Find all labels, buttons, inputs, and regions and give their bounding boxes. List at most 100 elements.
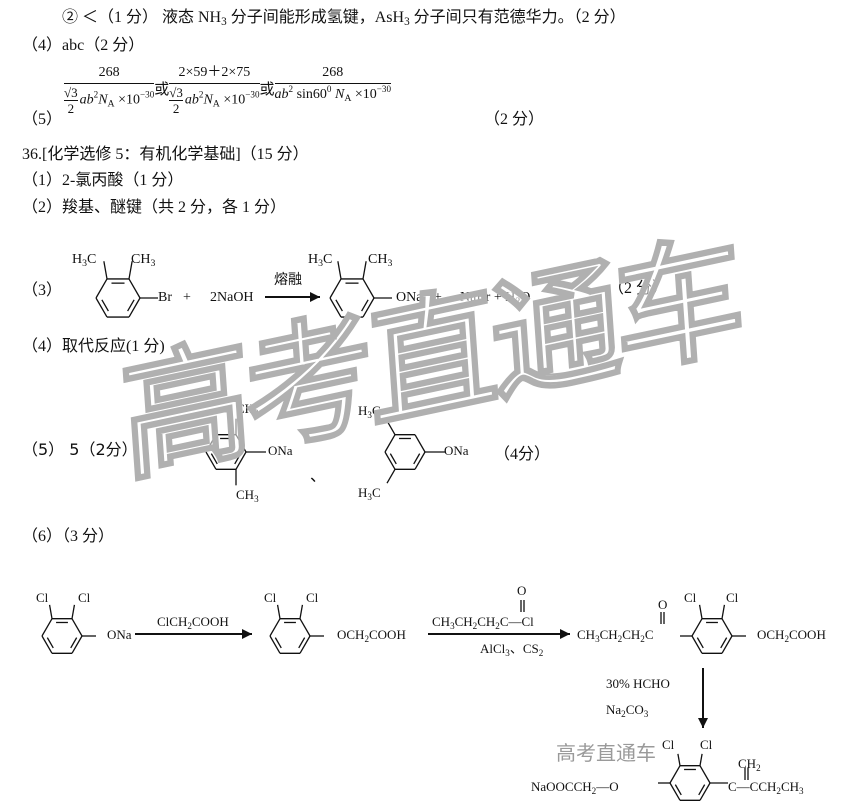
substituent-bond (386, 420, 396, 436)
answer-36-5-label: （5） 5（2分） (22, 440, 138, 459)
byproducts: NaBr + H2O (460, 290, 531, 307)
corner-watermark: 高考直通车 (556, 741, 656, 765)
isomer1-ch3-bottom: CH3 (236, 487, 259, 504)
separator: 、 (310, 468, 327, 485)
answer-36-3-score: （2 分） (608, 280, 669, 297)
benzene-ring-bond (691, 635, 703, 654)
m4-cl: Cl (662, 737, 675, 752)
step1-reagent: ClCH2COOH (157, 614, 229, 631)
isomer1-ch3-top: CH3 (236, 401, 259, 418)
substituent-bond (128, 261, 133, 280)
benzene-ring-bond (41, 635, 53, 654)
m2-cl: Cl (264, 590, 277, 605)
substituent-bond (699, 753, 703, 766)
product-ch3: CH3 (368, 252, 393, 269)
benzene-ring-bond (669, 782, 681, 801)
answer-36-4: （4）取代反应(1 分) (22, 338, 165, 355)
benzene-ring-bond (269, 635, 281, 654)
answer-35-4: （4）abc（2 分） (22, 37, 145, 54)
double-bond (298, 637, 306, 649)
arrow-head (242, 629, 252, 639)
benzene-ring-bond (205, 434, 217, 453)
answer-36-1: （1）2-氯丙酸（1 分） (22, 172, 184, 189)
double-bond (674, 784, 682, 796)
step3-base: Na2CO3 (606, 702, 649, 719)
double-bond (335, 299, 343, 312)
substituent-bond (362, 261, 367, 280)
step2-reagent: CH3CH2CH2C—Cl (432, 614, 534, 631)
m4-methylene: CH2 (738, 756, 761, 773)
double-bond (413, 453, 421, 465)
double-bond (720, 637, 728, 649)
double-bond (361, 299, 369, 312)
benzene-ring-bond (235, 451, 247, 470)
double-bond (210, 453, 218, 465)
reactant-h3c: H3C (72, 252, 97, 269)
m3-substituent: OCH2COOH (757, 627, 826, 644)
benzene-ring-bond (721, 618, 733, 637)
double-bond (234, 453, 242, 465)
double-bond (389, 453, 397, 465)
arrow-head (310, 292, 320, 302)
benzene-ring-bond (205, 451, 217, 470)
benzene-ring-bond (71, 618, 83, 637)
product-h3c: H3C (308, 252, 333, 269)
arrow-head (560, 629, 570, 639)
step2-conditions: AlCl3、CS2 (480, 641, 544, 658)
benzene-ring-bond (414, 451, 426, 470)
benzene-ring-bond (721, 635, 733, 654)
benzene-ring-bond (384, 434, 396, 453)
m2-cl: Cl (306, 590, 319, 605)
answer-36-5-score: （4分） (494, 446, 551, 463)
substituent-bond (337, 261, 342, 280)
double-bond (127, 299, 135, 312)
plus-sign: + (434, 290, 442, 305)
benzene-ring-bond (235, 434, 247, 453)
answer-35-3-2: ② ＜（1 分） 液态 NH3 分子间能形成氢键，AsH3 分子间只有范德华力。… (62, 9, 626, 28)
m4-cl: Cl (700, 737, 713, 752)
double-bond (696, 637, 704, 649)
benzene-ring-bond (669, 765, 681, 784)
question-36-title: 36.[化学选修 5：有机化学基础]（15 分） (22, 146, 309, 163)
plus-sign: + (183, 290, 191, 305)
benzene-ring-bond (95, 278, 108, 299)
benzene-ring-bond (269, 618, 281, 637)
m3-cl: Cl (684, 590, 697, 605)
answer-35-5-label: （5） (22, 111, 63, 128)
m3-acyl: CH3CH2CH2C (577, 627, 654, 644)
double-bond (274, 637, 282, 649)
benzene-ring-bond (699, 765, 711, 784)
benzene-ring-bond (299, 635, 311, 654)
benzene-ring-bond (691, 618, 703, 637)
arrow-head (698, 718, 708, 728)
isomer1-ona: ONa (268, 443, 293, 458)
reaction-condition: 熔融 (274, 273, 302, 288)
substituent-bond (698, 604, 703, 619)
benzene-ring-bond (329, 297, 342, 318)
substituent-bond (721, 604, 726, 619)
answer-36-2: （2）羧基、醚键（共 2 分，各 1 分） (22, 199, 287, 216)
benzene-ring-bond (95, 297, 108, 318)
product-ona: ONa (396, 290, 423, 305)
substituent-bond (677, 753, 681, 766)
m3-oxygen: O (658, 597, 668, 612)
double-bond (70, 637, 78, 649)
reactant-br: Br (158, 290, 172, 305)
m3-cl: Cl (726, 590, 739, 605)
benzene-ring-bond (128, 278, 141, 299)
step2-reagent-oxygen: O (517, 583, 527, 598)
m4-right-chain: C—CCH2CH3 (728, 779, 804, 796)
answer-36-3-label: （3） (22, 282, 63, 299)
benzene-ring-bond (299, 618, 311, 637)
substituent-bond (276, 604, 281, 619)
benzene-ring-bond (362, 297, 375, 318)
substituent-bond (71, 604, 76, 619)
answer-35-5-score: （2 分） (484, 111, 545, 128)
m1-ona: ONa (107, 627, 132, 642)
substituent-bond (48, 604, 53, 619)
